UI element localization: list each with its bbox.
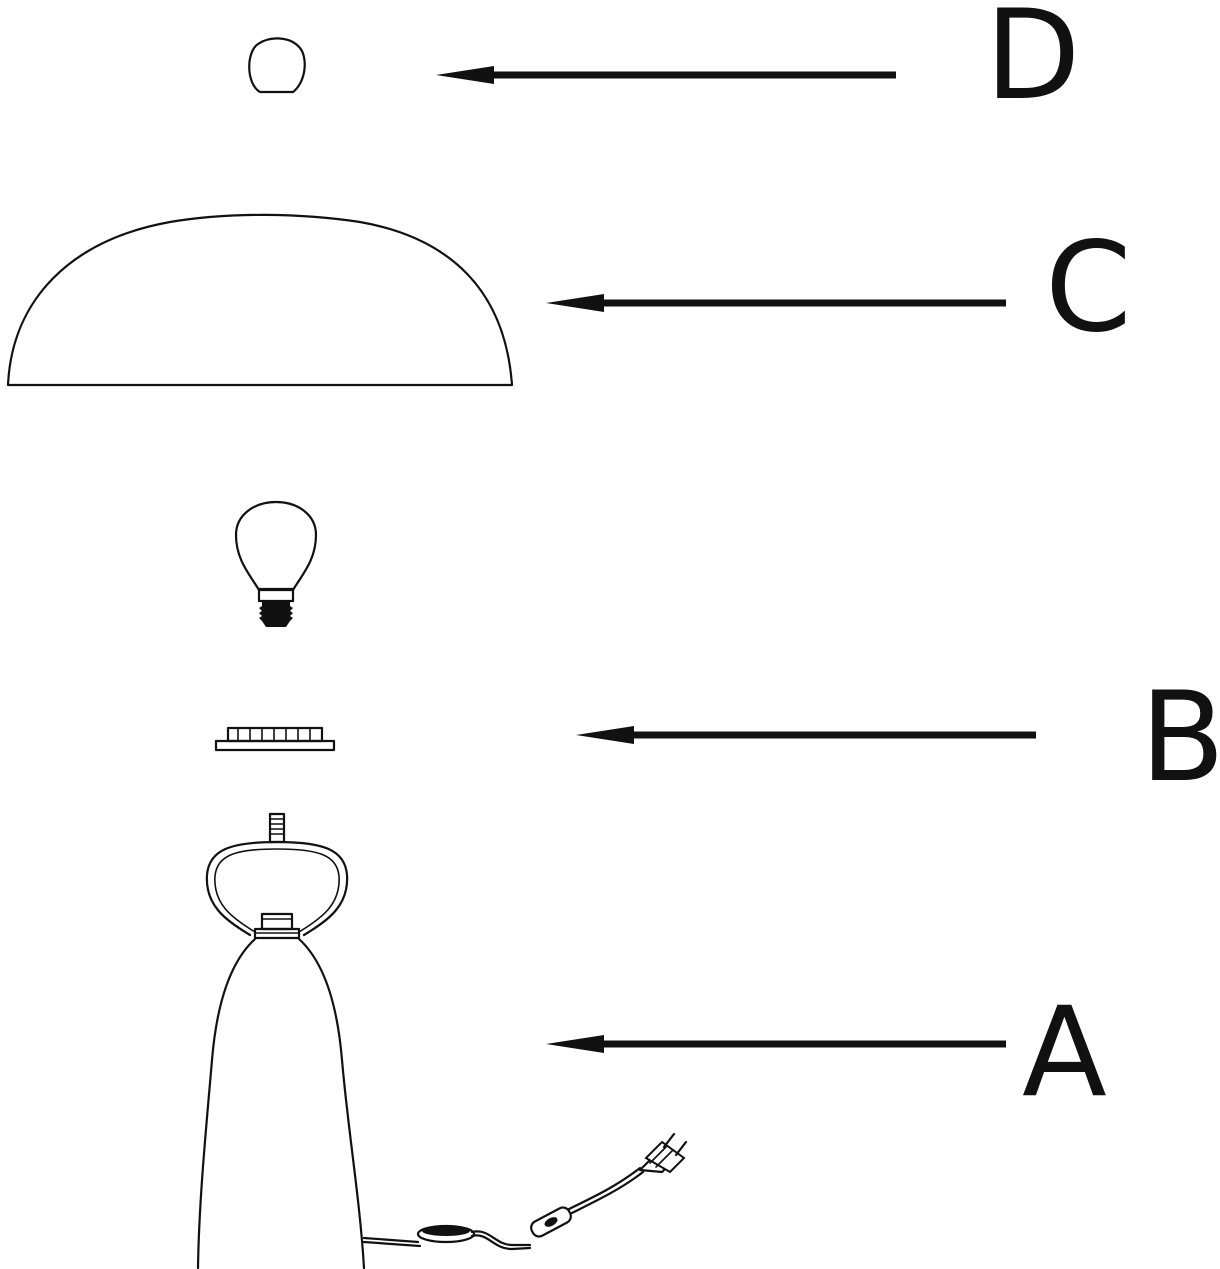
arrow-a <box>546 1035 1006 1053</box>
label-d: D <box>985 0 1080 128</box>
part-a-base <box>196 812 688 1269</box>
label-c: C <box>1045 216 1132 360</box>
arrow-b <box>576 726 1036 744</box>
label-a: A <box>1022 981 1107 1125</box>
arrow-c <box>546 294 1006 312</box>
arrow-d <box>436 66 896 84</box>
label-b: B <box>1140 666 1220 810</box>
light-bulb <box>234 500 318 627</box>
part-c-shade <box>6 213 514 387</box>
part-b-ring <box>214 726 336 752</box>
part-d-knob <box>248 37 306 94</box>
